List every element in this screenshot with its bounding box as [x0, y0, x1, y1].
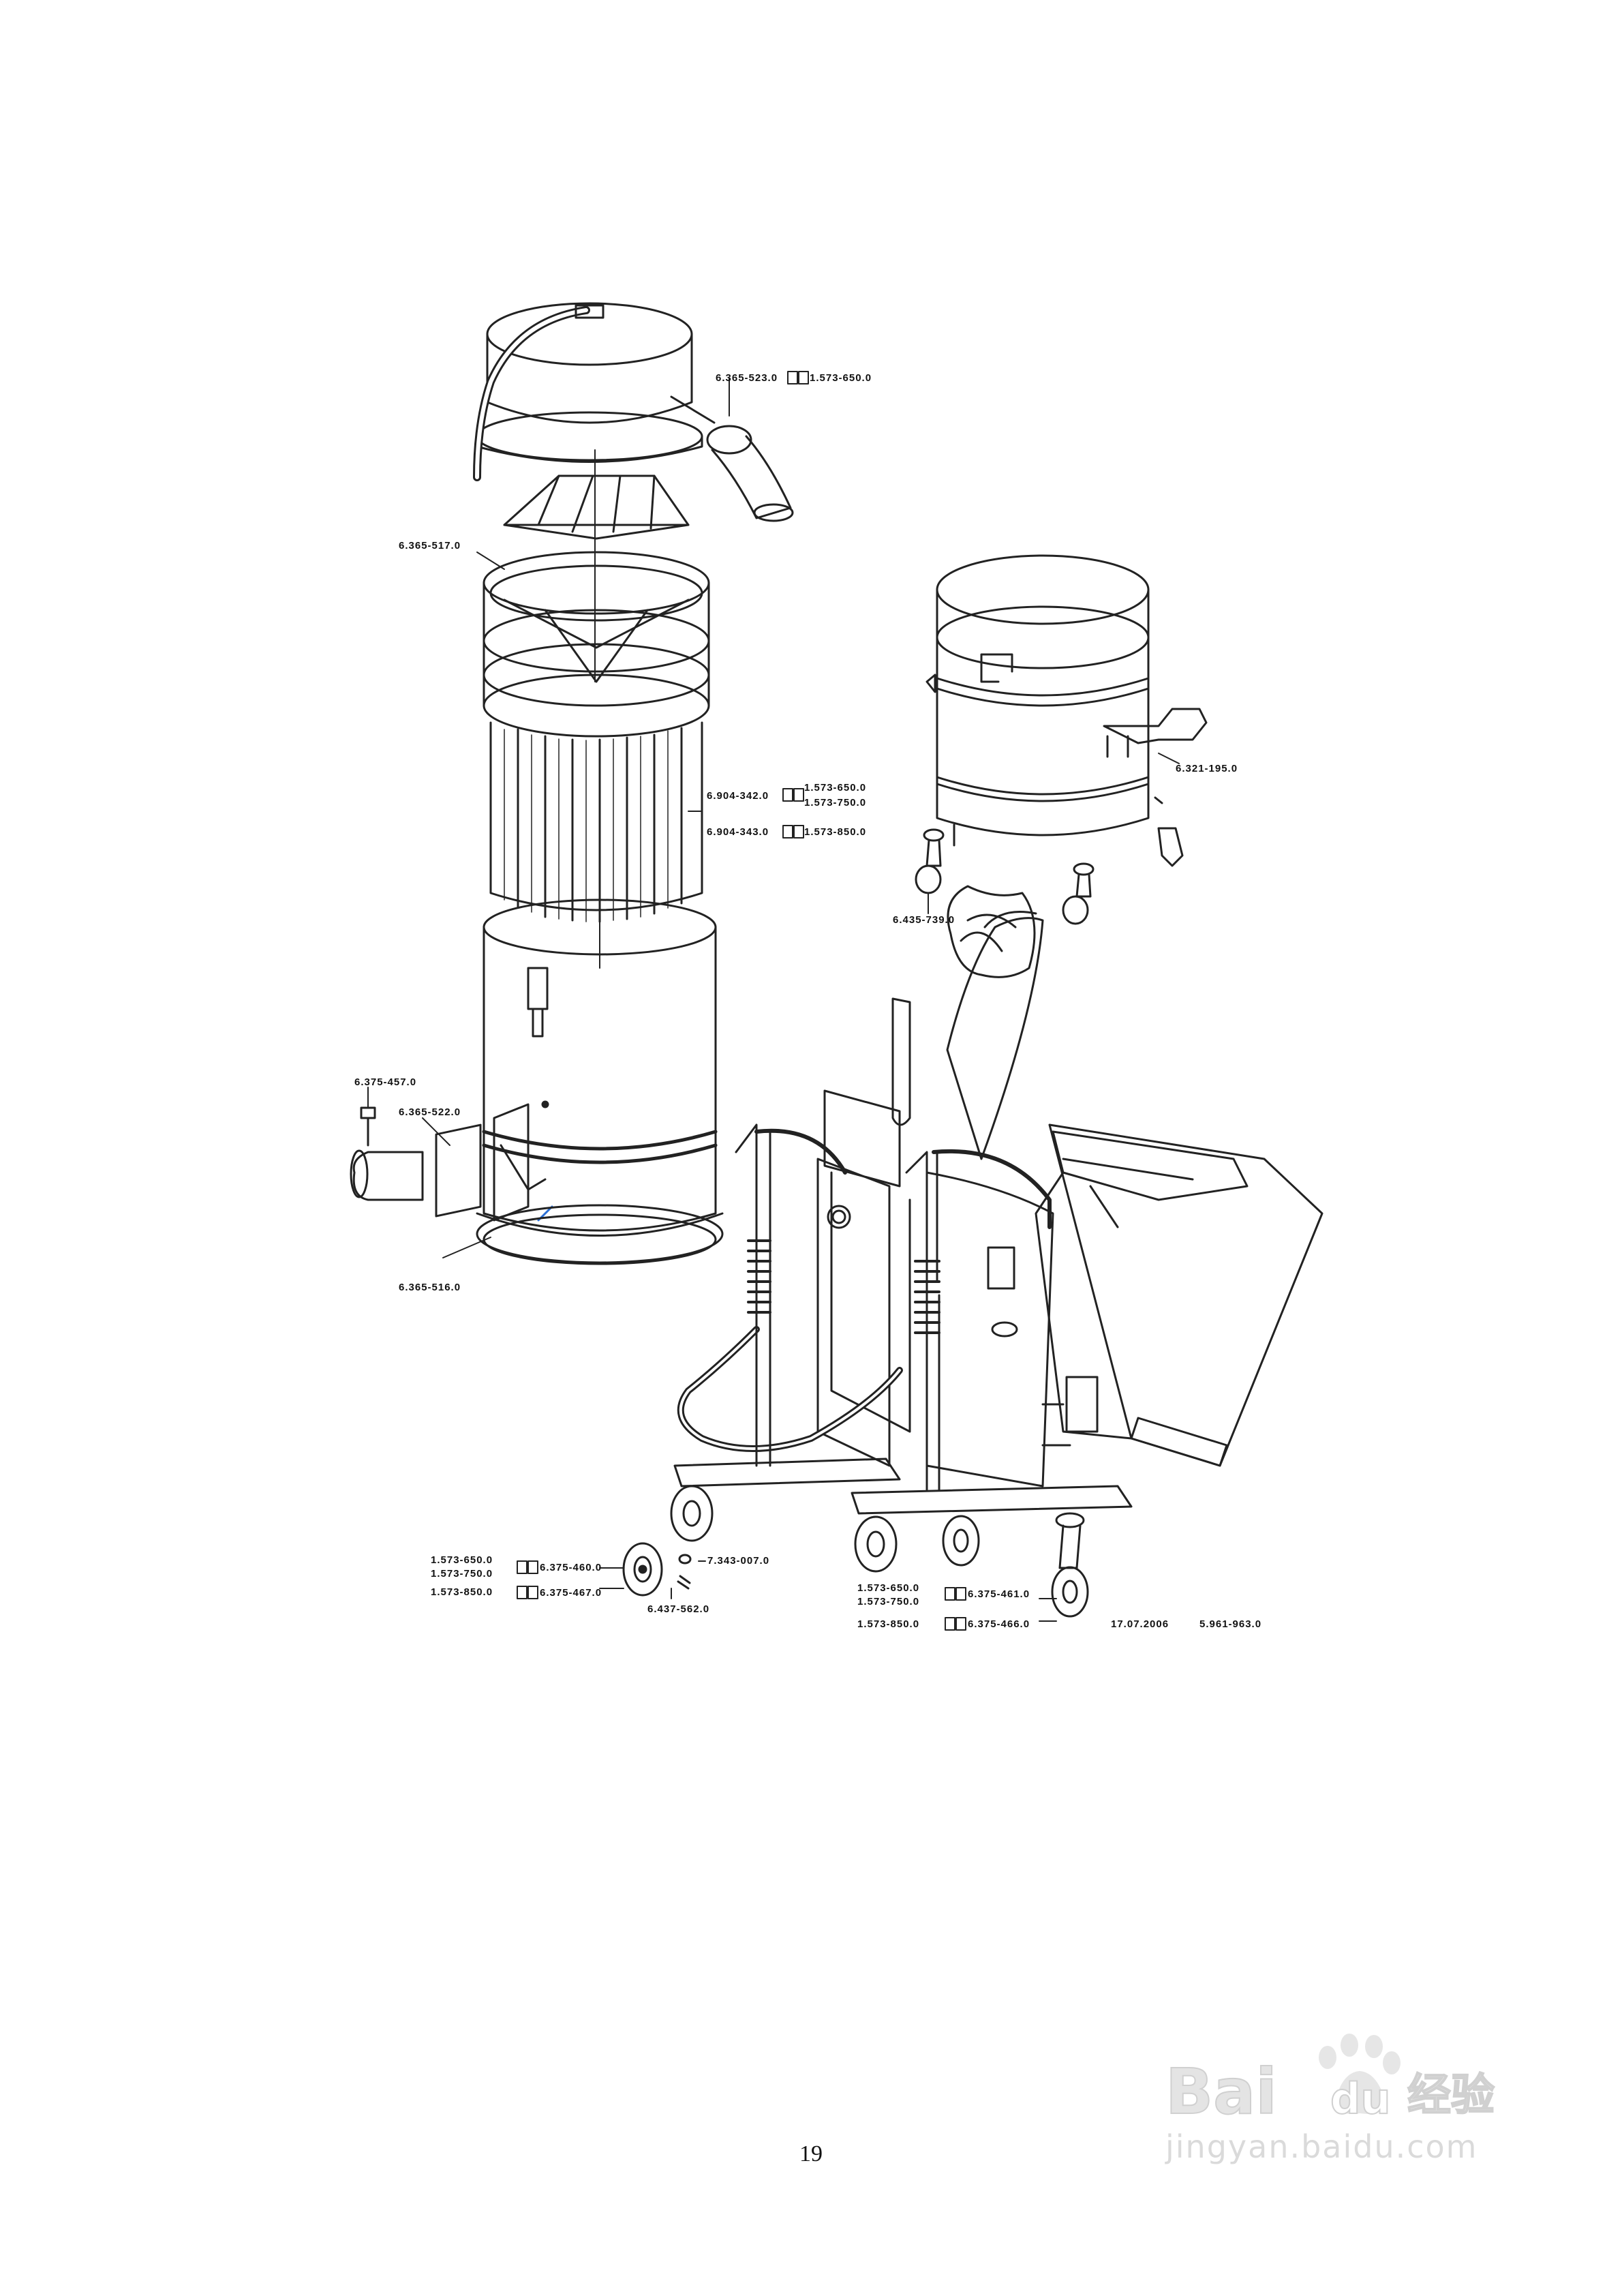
label-caster-ref3: 1.573-850.0: [857, 1618, 919, 1630]
watermark-cn: 经验: [1407, 2070, 1495, 2121]
lid-with-hose-illustration: [473, 302, 703, 481]
label-handle: 6.321-195.0: [1176, 763, 1238, 774]
label-drawing-number: 5.961-963.0: [1199, 1618, 1261, 1630]
hopper-frame-illustration: [1035, 1123, 1323, 1467]
label-lid-elbow-ref: 1.573-650.0: [810, 372, 872, 384]
detail-wheel-illustration: [622, 1542, 692, 1597]
base-ring-illustration: [476, 1204, 724, 1265]
label-caster-ref2: 1.573-750.0: [857, 1596, 919, 1607]
paw-icon: [1319, 2034, 1401, 2114]
page-number: 19: [799, 2141, 823, 2166]
leader-lines: [367, 378, 1180, 1622]
machine-frame-illustration: [673, 885, 1133, 1515]
label-connector-boxes: [517, 371, 966, 1631]
label-filter-a-ref1: 1.573-650.0: [804, 782, 866, 794]
label-caster-ref1: 1.573-650.0: [857, 1582, 919, 1594]
label-caster-b: 6.375-466.0: [968, 1618, 1030, 1630]
label-caster-a: 6.375-461.0: [968, 1588, 1030, 1600]
label-filter-cage: 6.365-517.0: [399, 540, 461, 552]
label-filter-b: 6.904-343.0: [707, 826, 769, 838]
inlet-adapter-illustration: [350, 1103, 553, 1222]
label-filter-b-ref: 1.573-850.0: [804, 826, 866, 838]
label-caster-small: 6.435-739.0: [893, 914, 955, 926]
cart-wheels-illustration: [670, 1485, 1089, 1618]
label-filter-a-ref2: 1.573-750.0: [804, 797, 866, 809]
label-date-code: 17.07.2006: [1111, 1618, 1169, 1630]
label-wheel-ref1: 1.573-650.0: [431, 1554, 493, 1566]
tank-casters-illustration: [915, 827, 1184, 925]
watermark-brand: Bai: [1165, 2055, 1277, 2128]
collection-tank-illustration: [925, 554, 1208, 847]
baidu-watermark: Bai du 经验 jingyan.baidu.com: [1165, 2034, 1495, 2165]
label-wheel-ref2: 1.573-750.0: [431, 1568, 493, 1580]
label-screw: 6.375-457.0: [354, 1076, 416, 1088]
elbow-pipe-illustration: [670, 395, 794, 522]
label-inlet-plate: 6.365-522.0: [399, 1106, 461, 1118]
label-axle: 6.437-562.0: [647, 1603, 709, 1615]
label-washer: 7.343-007.0: [707, 1555, 769, 1567]
label-filter-a: 6.904-342.0: [707, 790, 769, 802]
label-wheel-b: 6.375-467.0: [540, 1587, 602, 1599]
watermark-url: jingyan.baidu.com: [1165, 2128, 1478, 2165]
filter-cage-illustration: [483, 551, 710, 738]
watermark-brand2: du: [1330, 2074, 1391, 2124]
label-lid-elbow: 6.365-523.0: [716, 372, 778, 384]
label-base-ring: 6.365-516.0: [399, 1282, 461, 1293]
label-wheel-a: 6.375-460.0: [540, 1562, 602, 1573]
label-wheel-ref3: 1.573-850.0: [431, 1586, 493, 1598]
part-number-labels: 6.365-523.0 1.573-650.0 6.365-517.0 6.90…: [354, 372, 1261, 1630]
pleated-filter-illustration: [489, 721, 703, 969]
